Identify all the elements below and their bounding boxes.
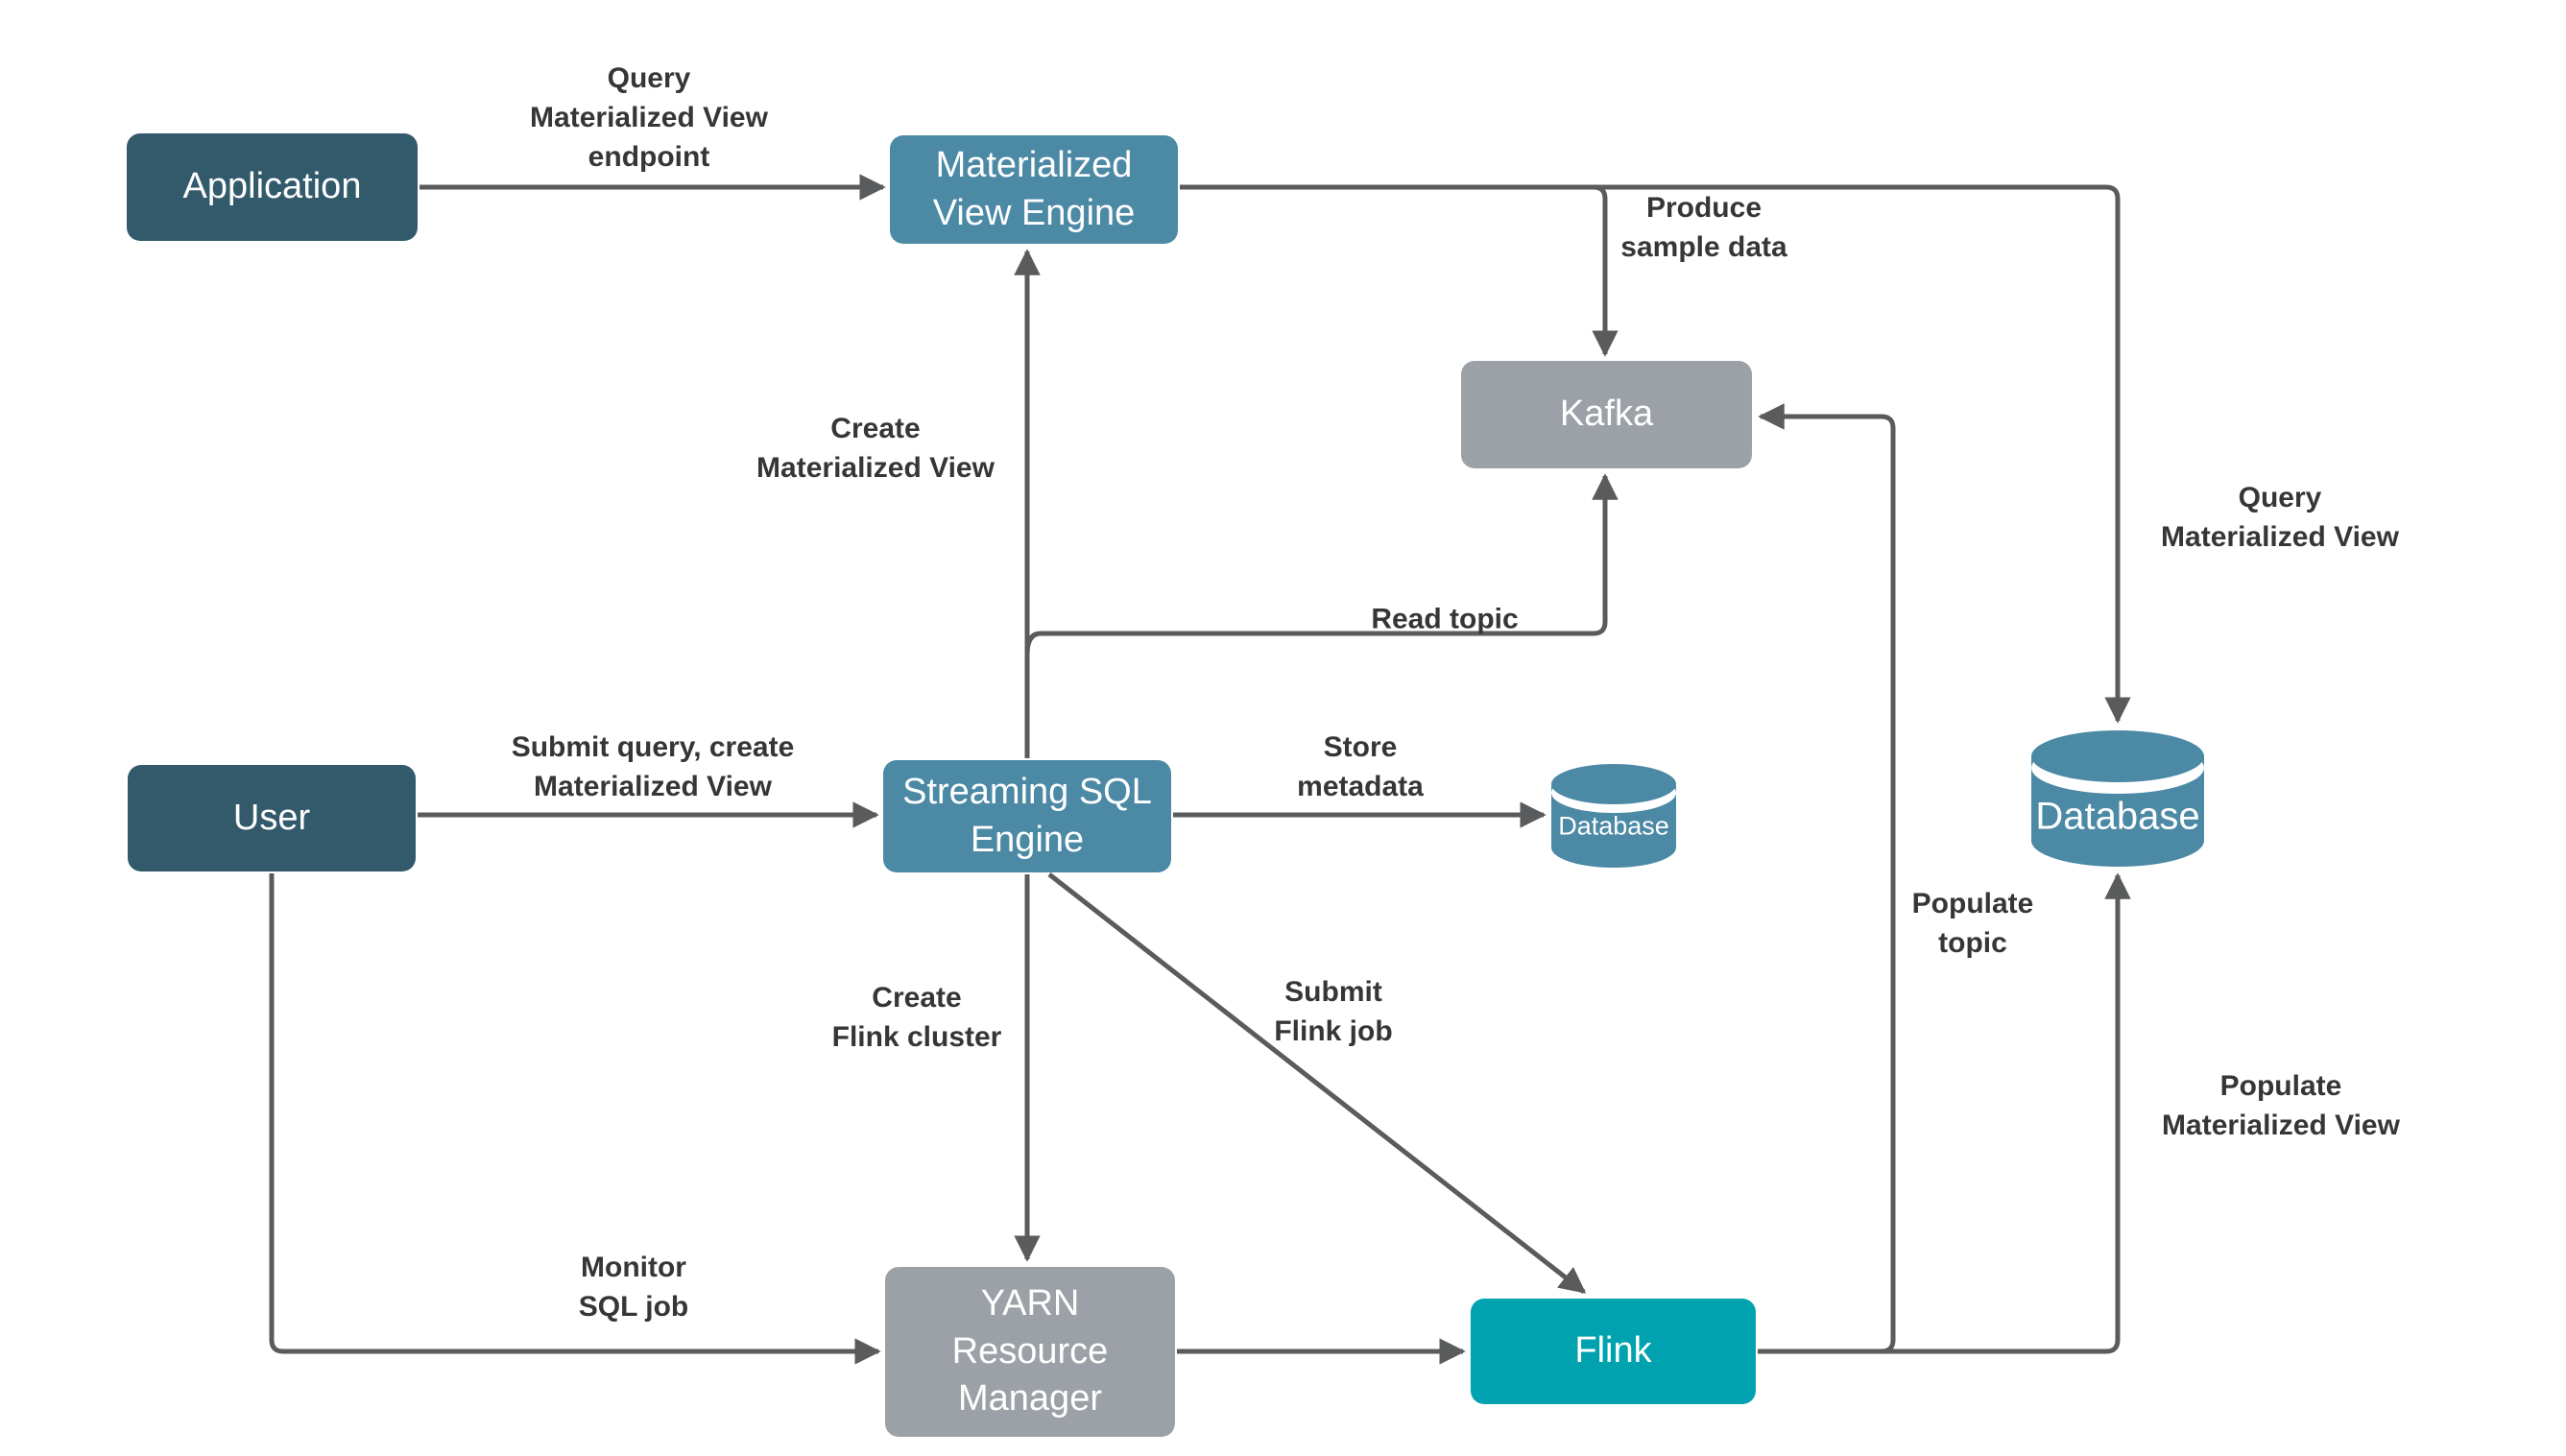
mv-database-label: Database bbox=[2035, 795, 2200, 838]
edge-label-query-mv: Query Materialized View bbox=[2161, 482, 2399, 553]
edge-read-topic bbox=[1024, 473, 1619, 656]
edge-label-submit-flink-job: Submit Flink job bbox=[1274, 976, 1393, 1047]
edge-label-store-metadata: Store metadata bbox=[1297, 731, 1424, 802]
metadata-database-label: Database bbox=[1558, 811, 1669, 841]
edge-label-populate-topic: Populate topic bbox=[1911, 888, 2034, 959]
edge-label-submit-query: Submit query, create Materialized View bbox=[511, 731, 795, 802]
metadata-database-cylinder bbox=[1551, 764, 1676, 868]
edge-label-produce-sample-data: Produce sample data bbox=[1620, 192, 1787, 263]
node-flink: Flink bbox=[1471, 1299, 1756, 1404]
edge-label-create-flink-cluster: Create Flink cluster bbox=[831, 982, 1002, 1053]
node-kafka: Kafka bbox=[1461, 361, 1752, 468]
node-user: User bbox=[128, 765, 416, 871]
node-materialized-view-engine: Materialized View Engine bbox=[890, 135, 1178, 244]
edge-populate-topic bbox=[1758, 403, 1896, 1354]
edge-label-query-mv-endpoint: Query Materialized View endpoint bbox=[530, 61, 768, 173]
edge-label-monitor-sql-job: Monitor SQL job bbox=[578, 1252, 689, 1323]
node-application: Application bbox=[127, 133, 418, 241]
mv-database-cylinder bbox=[2031, 730, 2204, 867]
edge-monitor-sql-job bbox=[269, 873, 881, 1365]
node-streaming-sql-engine: Streaming SQL Engine bbox=[883, 760, 1171, 872]
edge-submit-flink-job bbox=[1047, 872, 1587, 1294]
edge-populate-mv bbox=[1758, 872, 2131, 1354]
edge-produce-sample-data bbox=[1180, 184, 1619, 357]
edge-label-populate-mv: Populate Materialized View bbox=[2162, 1070, 2400, 1141]
edge-query-mv bbox=[1180, 184, 2131, 724]
edge-label-create-mv: Create Materialized View bbox=[756, 413, 995, 484]
node-yarn-resource-manager: YARN Resource Manager bbox=[885, 1267, 1175, 1437]
edge-label-read-topic: Read topic bbox=[1371, 603, 1519, 635]
